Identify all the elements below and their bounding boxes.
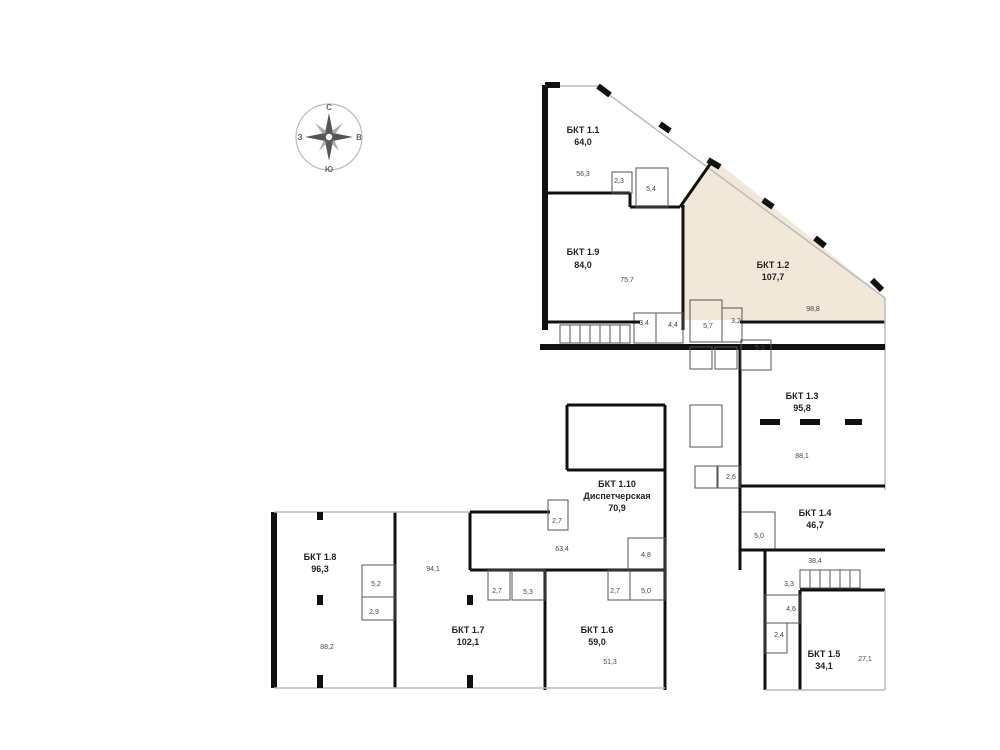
- svg-text:БКТ 1.9: БКТ 1.9: [567, 247, 600, 257]
- svg-text:3,4: 3,4: [639, 320, 649, 327]
- svg-text:2,7: 2,7: [610, 588, 620, 595]
- svg-text:5,0: 5,0: [754, 533, 764, 540]
- svg-text:98,8: 98,8: [806, 306, 820, 313]
- compass-west: З: [297, 133, 302, 142]
- svg-text:34,1: 34,1: [815, 661, 833, 671]
- svg-text:84,0: 84,0: [574, 260, 592, 270]
- svg-text:БКТ 1.7: БКТ 1.7: [452, 625, 485, 635]
- svg-text:3,2: 3,2: [731, 318, 741, 325]
- svg-text:88,2: 88,2: [320, 644, 334, 651]
- svg-text:4,4: 4,4: [668, 322, 678, 329]
- walls: [271, 82, 886, 691]
- svg-text:70,9: 70,9: [608, 503, 626, 513]
- compass-icon: С Ю З В: [295, 103, 363, 174]
- unit-1-4[interactable]: БКТ 1.4 46,7 38,4 5,0 3,3: [754, 508, 831, 588]
- svg-text:2,7: 2,7: [492, 588, 502, 595]
- svg-text:БКТ 1.10: БКТ 1.10: [598, 479, 636, 489]
- svg-text:88,1: 88,1: [795, 453, 809, 460]
- svg-text:95,8: 95,8: [793, 403, 811, 413]
- svg-text:5,4: 5,4: [646, 186, 656, 193]
- svg-text:БКТ 1.1: БКТ 1.1: [567, 125, 600, 135]
- svg-text:БКТ 1.8: БКТ 1.8: [304, 552, 337, 562]
- svg-text:2,6: 2,6: [726, 474, 736, 481]
- svg-text:БКТ 1.5: БКТ 1.5: [808, 649, 841, 659]
- svg-text:2,4: 2,4: [774, 632, 784, 639]
- svg-text:5,3: 5,3: [523, 589, 533, 596]
- svg-text:51,3: 51,3: [603, 659, 617, 666]
- unit-1-8[interactable]: БКТ 1.8 96,3 88,2 5,2 2,9: [304, 552, 381, 651]
- svg-text:46,7: 46,7: [806, 520, 824, 530]
- svg-text:БКТ 1.6: БКТ 1.6: [581, 625, 614, 635]
- svg-text:2,3: 2,3: [614, 178, 624, 185]
- stairs-icon: [559, 324, 631, 344]
- svg-text:3,3: 3,3: [784, 581, 794, 588]
- svg-text:94,1: 94,1: [426, 566, 440, 573]
- compass-south: Ю: [325, 165, 333, 174]
- unit-1-2[interactable]: БКТ 1.2 107,7 98,8 5,7 3,2: [703, 260, 820, 330]
- svg-text:5,1: 5,1: [755, 345, 765, 352]
- svg-text:102,1: 102,1: [457, 637, 480, 647]
- svg-text:56,3: 56,3: [576, 171, 590, 178]
- svg-text:БКТ 1.4: БКТ 1.4: [799, 508, 832, 518]
- unit-1-9[interactable]: БКТ 1.9 84,0 75,7 3,4 4,4: [567, 247, 678, 329]
- svg-text:4,6: 4,6: [786, 606, 796, 613]
- svg-text:БКТ 1.2: БКТ 1.2: [757, 260, 790, 270]
- compass-east: В: [356, 133, 362, 142]
- svg-text:75,7: 75,7: [620, 277, 634, 284]
- svg-text:38,4: 38,4: [808, 558, 822, 565]
- svg-text:БКТ 1.3: БКТ 1.3: [786, 391, 819, 401]
- svg-text:5,7: 5,7: [703, 323, 713, 330]
- unit-1-7[interactable]: БКТ 1.7 102,1 94,1 2,7 5,3: [426, 566, 533, 647]
- svg-text:4,8: 4,8: [641, 552, 651, 559]
- unit-1-6[interactable]: БКТ 1.6 59,0 51,3 2,7 5,0: [581, 588, 651, 666]
- svg-text:2,7: 2,7: [552, 518, 562, 525]
- svg-text:59,0: 59,0: [588, 637, 606, 647]
- unit-1-1[interactable]: БКТ 1.1 64,0 56,3 2,3 5,4: [567, 125, 656, 193]
- svg-text:107,7: 107,7: [762, 272, 785, 282]
- stairs-icon: [799, 569, 861, 589]
- svg-text:96,3: 96,3: [311, 564, 329, 574]
- compass-north: С: [326, 103, 332, 112]
- svg-text:Диспетчерская: Диспетчерская: [583, 491, 650, 501]
- svg-text:27,1: 27,1: [858, 656, 872, 663]
- svg-text:5,2: 5,2: [371, 581, 381, 588]
- svg-text:2,9: 2,9: [369, 609, 379, 616]
- unit-1-3[interactable]: БКТ 1.3 95,8 88,1 5,1 2,6: [726, 345, 818, 481]
- unit-1-10[interactable]: БКТ 1.10 Диспетчерская 70,9 63,4 2,7 4,8: [552, 479, 651, 559]
- svg-text:63,4: 63,4: [555, 546, 569, 553]
- svg-text:5,0: 5,0: [641, 588, 651, 595]
- unit-1-2-highlight[interactable]: [683, 160, 885, 320]
- svg-text:64,0: 64,0: [574, 137, 592, 147]
- unit-1-5[interactable]: БКТ 1.5 34,1 27,1 4,6 2,4: [774, 606, 872, 671]
